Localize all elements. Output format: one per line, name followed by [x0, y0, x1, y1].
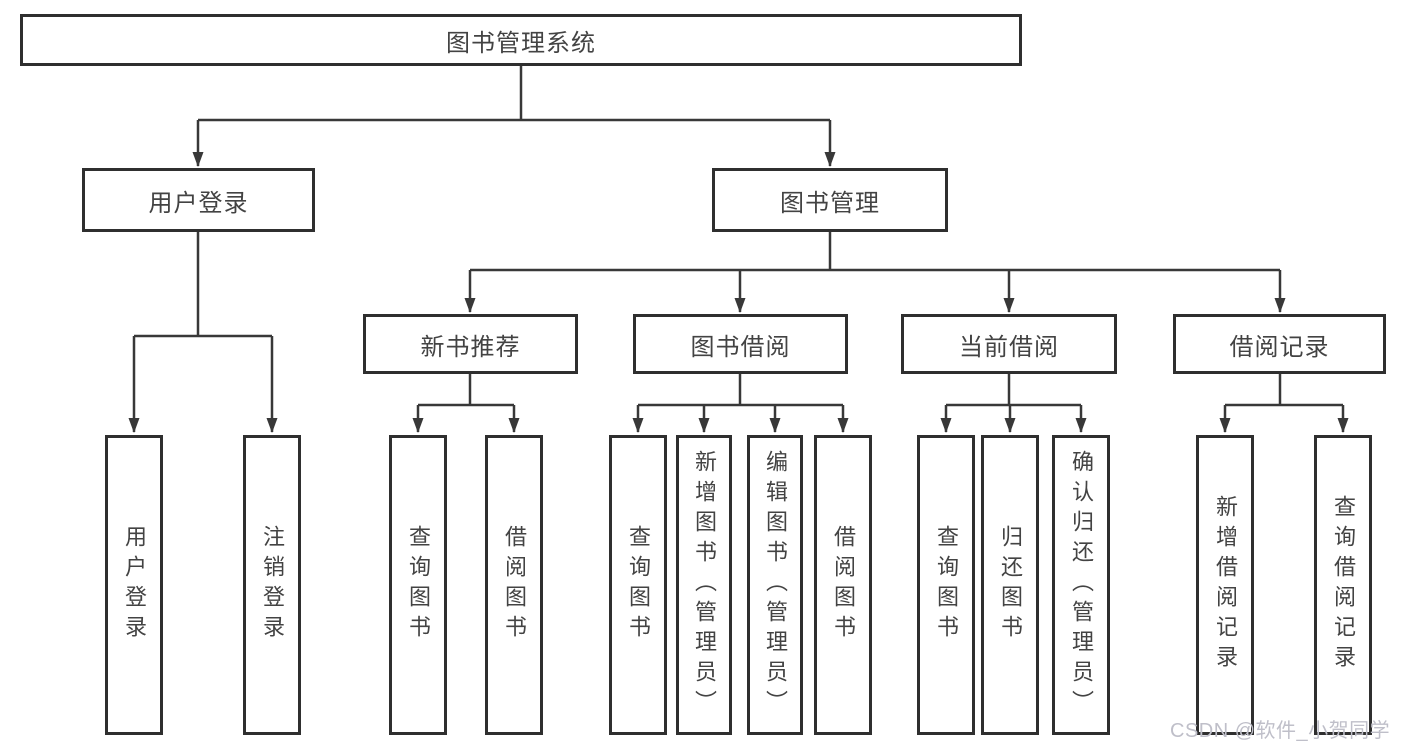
csdn-watermark: CSDN @软件_小贺同学: [1170, 720, 1391, 742]
node-book-borrow: 图书借阅: [633, 314, 848, 374]
leaf-cb-query-books: 查询图书: [917, 435, 975, 735]
node-book-borrow-label: 图书借阅: [690, 333, 791, 361]
leaf-cb-confirm-return-admin: 确认归还（管理员）: [1052, 435, 1110, 735]
leaf-br-query-record: 查询借阅记录: [1314, 435, 1372, 735]
leaf-bb-borrow-books: 借阅图书: [814, 435, 872, 735]
node-root: 图书管理系统: [20, 14, 1022, 66]
leaf-cb-query-books-label: 查询图书: [934, 525, 959, 645]
leaf-bb-query-books: 查询图书: [609, 435, 667, 735]
leaf-logout-label: 注销登录: [260, 525, 285, 645]
leaf-bb-add-books-admin: 新增图书（管理员）: [676, 435, 732, 735]
leaf-br-add-record-label: 新增借阅记录: [1213, 495, 1238, 675]
leaf-cb-return-books: 归还图书: [981, 435, 1039, 735]
leaf-logout: 注销登录: [243, 435, 301, 735]
node-current-borrow: 当前借阅: [901, 314, 1117, 374]
leaf-cb-return-books-label: 归还图书: [998, 525, 1023, 645]
leaf-nb-query-books: 查询图书: [389, 435, 447, 735]
node-book-management: 图书管理: [712, 168, 948, 232]
node-current-borrow-label: 当前借阅: [959, 333, 1059, 361]
leaf-bb-edit-books-admin: 编辑图书（管理员）: [747, 435, 803, 735]
leaf-cb-confirm-return-admin-label: 确认归还（管理员）: [1069, 450, 1094, 720]
leaf-user-login-label: 用户登录: [122, 525, 147, 645]
leaf-br-add-record: 新增借阅记录: [1196, 435, 1254, 735]
node-borrow-records-label: 借阅记录: [1229, 333, 1330, 361]
node-new-book-recommend: 新书推荐: [363, 314, 578, 374]
node-user-login: 用户登录: [82, 168, 315, 232]
leaf-nb-query-books-label: 查询图书: [406, 525, 431, 645]
node-root-label: 图书管理系统: [446, 29, 596, 57]
node-new-book-recommend-label: 新书推荐: [420, 333, 521, 361]
leaf-bb-edit-books-admin-label: 编辑图书（管理员）: [763, 450, 788, 720]
node-book-management-label: 图书管理: [780, 189, 880, 217]
node-user-login-label: 用户登录: [148, 189, 249, 217]
leaf-br-query-record-label: 查询借阅记录: [1331, 495, 1356, 675]
leaf-nb-borrow-books-label: 借阅图书: [502, 525, 527, 645]
leaf-bb-add-books-admin-label: 新增图书（管理员）: [692, 450, 717, 720]
leaf-nb-borrow-books: 借阅图书: [485, 435, 543, 735]
leaf-bb-query-books-label: 查询图书: [626, 525, 651, 645]
leaf-user-login: 用户登录: [105, 435, 163, 735]
node-borrow-records: 借阅记录: [1173, 314, 1386, 374]
leaf-bb-borrow-books-label: 借阅图书: [831, 525, 856, 645]
